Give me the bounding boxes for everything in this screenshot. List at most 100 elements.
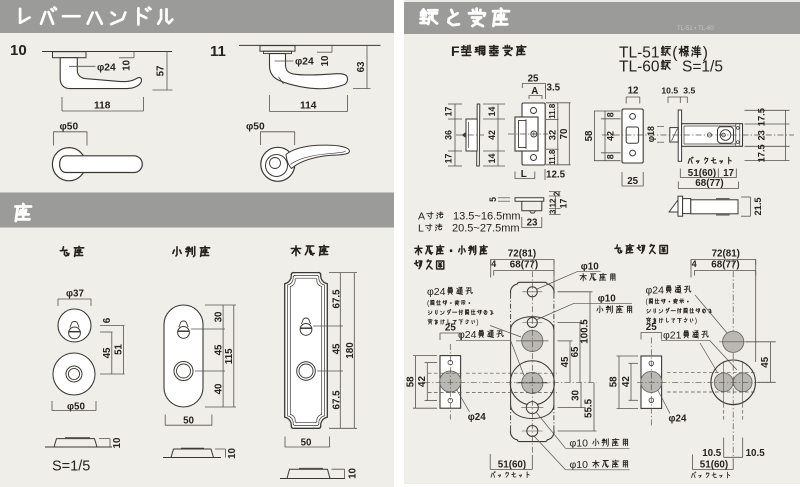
svg-text:17: 17 [444, 154, 454, 164]
svg-text:): ) [476, 320, 478, 327]
svg-text:S=1/5: S=1/5 [682, 59, 723, 76]
svg-text:A: A [418, 211, 425, 223]
svg-text:17.5: 17.5 [756, 144, 766, 162]
svg-text:57: 57 [155, 65, 166, 76]
svg-text:51(60): 51(60) [688, 168, 716, 179]
svg-text:14: 14 [487, 107, 497, 117]
svg-text:32: 32 [548, 130, 558, 140]
svg-text:23: 23 [527, 218, 538, 229]
svg-text:): ) [703, 45, 708, 62]
svg-text:10: 10 [320, 55, 331, 66]
svg-text:φ24: φ24 [295, 57, 314, 68]
svg-text:25: 25 [627, 176, 638, 187]
svg-text:42: 42 [417, 376, 428, 387]
svg-text:55.5: 55.5 [583, 398, 594, 418]
svg-text:TL-51: TL-51 [677, 26, 693, 32]
svg-text:φ24: φ24 [468, 412, 486, 423]
svg-text:58: 58 [609, 376, 620, 387]
svg-text:25: 25 [646, 322, 657, 333]
svg-text:68(77): 68(77) [695, 178, 723, 189]
svg-text:L: L [521, 169, 527, 180]
svg-text:67.5: 67.5 [331, 289, 342, 309]
svg-text:L: L [418, 223, 424, 235]
svg-text:φ24: φ24 [97, 63, 116, 74]
svg-text:72(81): 72(81) [712, 249, 740, 260]
svg-text:φ18: φ18 [646, 126, 656, 142]
svg-text:45: 45 [102, 347, 113, 358]
svg-text:φ24: φ24 [458, 329, 477, 341]
svg-text:10: 10 [347, 467, 358, 478]
svg-text:23: 23 [756, 130, 766, 140]
svg-text:45: 45 [331, 343, 342, 354]
svg-text:42: 42 [621, 376, 632, 387]
svg-text:30: 30 [213, 311, 224, 322]
svg-text:51(60): 51(60) [700, 459, 728, 470]
svg-text:13.5~16.5mm: 13.5~16.5mm [453, 211, 521, 223]
svg-text:φ50: φ50 [67, 402, 85, 413]
svg-text:36: 36 [444, 130, 454, 140]
svg-text:42: 42 [605, 131, 615, 141]
svg-text:40: 40 [213, 383, 224, 394]
svg-text:φ10: φ10 [581, 262, 599, 273]
svg-text:25: 25 [445, 323, 456, 334]
svg-text:45: 45 [213, 344, 224, 355]
svg-text:65: 65 [570, 346, 581, 357]
svg-text:4: 4 [692, 259, 697, 269]
svg-text:φ50: φ50 [246, 122, 265, 133]
svg-text:10: 10 [10, 42, 27, 59]
svg-text:72(81): 72(81) [508, 249, 536, 260]
svg-text:42: 42 [487, 130, 497, 140]
svg-text:3.5: 3.5 [547, 83, 561, 94]
svg-text:(: ( [427, 301, 430, 308]
svg-text:17.5: 17.5 [756, 108, 766, 126]
svg-text:11: 11 [210, 43, 226, 60]
svg-text:φ21: φ21 [663, 330, 682, 342]
svg-text:TL-60: TL-60 [619, 59, 660, 76]
svg-text:10.5: 10.5 [661, 86, 678, 96]
svg-text:12: 12 [548, 198, 557, 207]
svg-text:(: ( [672, 45, 678, 62]
svg-text:118: 118 [94, 101, 111, 112]
svg-text:10: 10 [227, 447, 238, 458]
svg-text:21.5: 21.5 [753, 197, 763, 215]
svg-text:4: 4 [491, 259, 496, 269]
svg-text:3.5: 3.5 [683, 86, 695, 96]
svg-text:10.5: 10.5 [702, 448, 722, 459]
svg-text:10.5: 10.5 [746, 448, 766, 459]
svg-text:114: 114 [300, 101, 317, 112]
svg-text:68(77): 68(77) [711, 260, 739, 271]
svg-text:2: 2 [553, 191, 562, 196]
svg-text:φ10: φ10 [598, 294, 616, 305]
svg-text:100.5: 100.5 [580, 319, 591, 344]
svg-text:6: 6 [102, 317, 113, 323]
svg-text:A: A [531, 86, 538, 97]
svg-text:φ24: φ24 [669, 414, 687, 425]
svg-text:20.5~27.5mm: 20.5~27.5mm [452, 223, 520, 235]
svg-text:50: 50 [301, 438, 312, 449]
svg-text:45: 45 [560, 356, 571, 367]
svg-text:51: 51 [114, 343, 125, 354]
svg-text:63: 63 [356, 61, 367, 72]
svg-text:φ10: φ10 [570, 438, 589, 450]
svg-text:10: 10 [112, 437, 123, 448]
svg-text:φ37: φ37 [66, 289, 84, 300]
svg-text:17: 17 [559, 199, 569, 209]
svg-text:68(77): 68(77) [510, 260, 538, 271]
svg-text:50: 50 [183, 416, 194, 427]
svg-text:8: 8 [605, 112, 615, 117]
svg-text:10: 10 [121, 59, 132, 70]
svg-text:φ10: φ10 [570, 459, 589, 471]
svg-text:58: 58 [584, 130, 595, 141]
svg-text:11.8: 11.8 [548, 103, 557, 119]
svg-text:17: 17 [444, 107, 454, 117]
svg-text:8: 8 [605, 154, 615, 159]
svg-text:45: 45 [760, 356, 771, 367]
svg-text:17: 17 [723, 168, 734, 179]
svg-text:φ24: φ24 [427, 286, 446, 298]
svg-text:3: 3 [548, 209, 557, 214]
svg-text:58: 58 [405, 376, 416, 387]
svg-text:φ24: φ24 [646, 285, 665, 297]
svg-text:5: 5 [488, 197, 498, 202]
svg-text:12: 12 [628, 86, 639, 97]
svg-text:(: ( [646, 299, 649, 306]
